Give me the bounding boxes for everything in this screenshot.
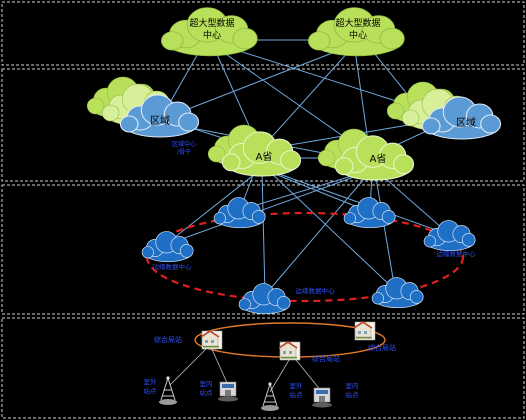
province-left: A省 xyxy=(207,124,302,177)
access-links xyxy=(169,344,323,393)
indoor-icon xyxy=(217,381,239,402)
province-right-label: A省 xyxy=(370,152,387,165)
region-right: 区域 xyxy=(386,81,502,140)
edge-clouds xyxy=(141,197,476,315)
access-node-right: 综合局站 xyxy=(353,321,396,352)
tier-panel-province xyxy=(1,68,525,182)
tier-panel-core xyxy=(1,1,525,66)
access-node-left-label: 综合局站 xyxy=(154,335,182,344)
ran-site-1: 室外 站点 xyxy=(144,375,178,406)
edge-cloud-left xyxy=(141,231,194,263)
edge-cloud-right xyxy=(423,220,476,252)
edge-dc-right-label: 边缘数据中心 xyxy=(437,249,477,258)
ran-site-2: 室内 站点 xyxy=(200,379,239,402)
region-small-label-2: /骨干 xyxy=(177,149,191,156)
edge-cloud-top-left xyxy=(213,197,266,229)
ran-site-4-label-2: 站点 xyxy=(346,390,360,399)
access-node-left: 综合局站 xyxy=(154,330,223,350)
core-dc-right: 超大型数据 中心 xyxy=(307,6,405,57)
province-left-label: A省 xyxy=(256,150,273,163)
edge-dc-left-label: 边缘数据中心 xyxy=(153,262,193,271)
region-right-label: 区域 xyxy=(456,116,476,129)
edge-cloud-top-right xyxy=(343,197,396,229)
ran-site-2-label-2: 站点 xyxy=(200,388,214,397)
access-node-middle: 综合局站 xyxy=(278,341,340,363)
region-small-label-1: 区域中心 xyxy=(172,140,196,148)
ran-site-3: 室外 站点 xyxy=(260,381,304,412)
edge-cloud-bottom xyxy=(238,283,291,315)
tier-panel-access xyxy=(1,317,525,419)
access-node-right-label: 综合局站 xyxy=(368,343,396,352)
ran-site-4-label-1: 室内 xyxy=(346,381,359,390)
edge-dc-bottom-label: 边缘数据中心 xyxy=(296,286,336,295)
ran-site-2-label-1: 室内 xyxy=(200,379,213,388)
ran-site-1-label-1: 室外 xyxy=(144,377,158,386)
core-dc-right-label-1: 超大型数据 xyxy=(335,17,380,29)
edge-cloud-bottom-right xyxy=(371,277,424,309)
access-node-middle-label: 综合局站 xyxy=(312,354,340,363)
ran-site-3-label-2: 站点 xyxy=(290,390,304,399)
region-left-label: 区域 xyxy=(150,114,170,127)
core-dc-right-label-2: 中心 xyxy=(349,29,367,41)
core-dc-left-label-2: 中心 xyxy=(203,29,221,41)
ran-site-1-label-2: 站点 xyxy=(144,386,158,395)
ran-site-4: 室内 站点 xyxy=(311,381,360,408)
province-right: A省 xyxy=(317,128,415,181)
indoor-icon xyxy=(311,387,333,408)
region-left: 区域 xyxy=(86,76,200,138)
tower-icon xyxy=(260,381,280,412)
ran-site-3-label-1: 室外 xyxy=(290,381,304,390)
core-dc-left: 超大型数据 中心 xyxy=(160,6,258,57)
core-dc-left-label-1: 超大型数据 xyxy=(189,17,234,29)
